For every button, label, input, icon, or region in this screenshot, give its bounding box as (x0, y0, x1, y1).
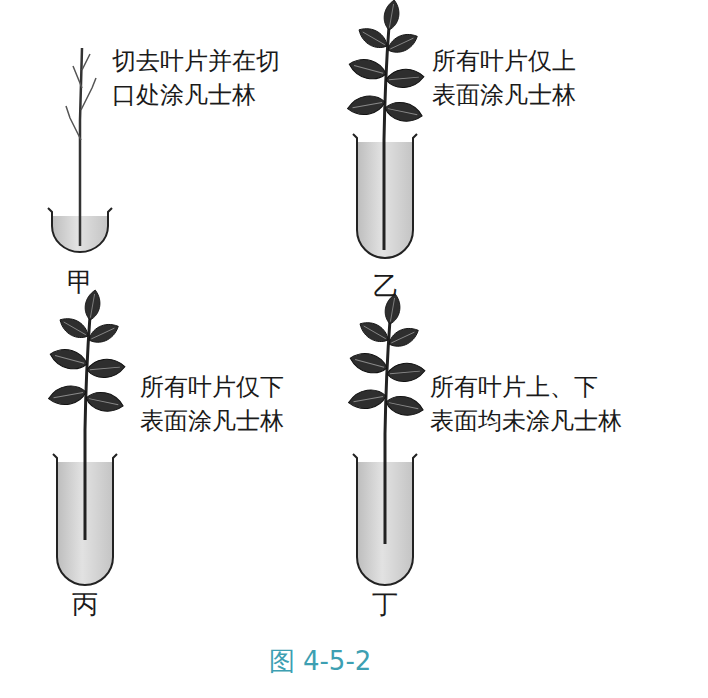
group-label: 丁 (372, 590, 398, 620)
treatment-note: 所有叶片仅上 表面涂凡士林 (432, 44, 638, 112)
treatment-note: 所有叶片仅下 表面涂凡士林 (140, 370, 346, 438)
group-label: 丙 (72, 590, 98, 620)
group-label: 乙 (373, 272, 399, 302)
group-label: 甲 (67, 268, 93, 298)
figure-caption: 图 4-5-2 (269, 646, 372, 676)
treatment-note: 所有叶片上、下 表面均未涂凡士林 (430, 370, 636, 438)
treatment-note: 切去叶片并在切 口处涂凡士林 (112, 44, 318, 112)
